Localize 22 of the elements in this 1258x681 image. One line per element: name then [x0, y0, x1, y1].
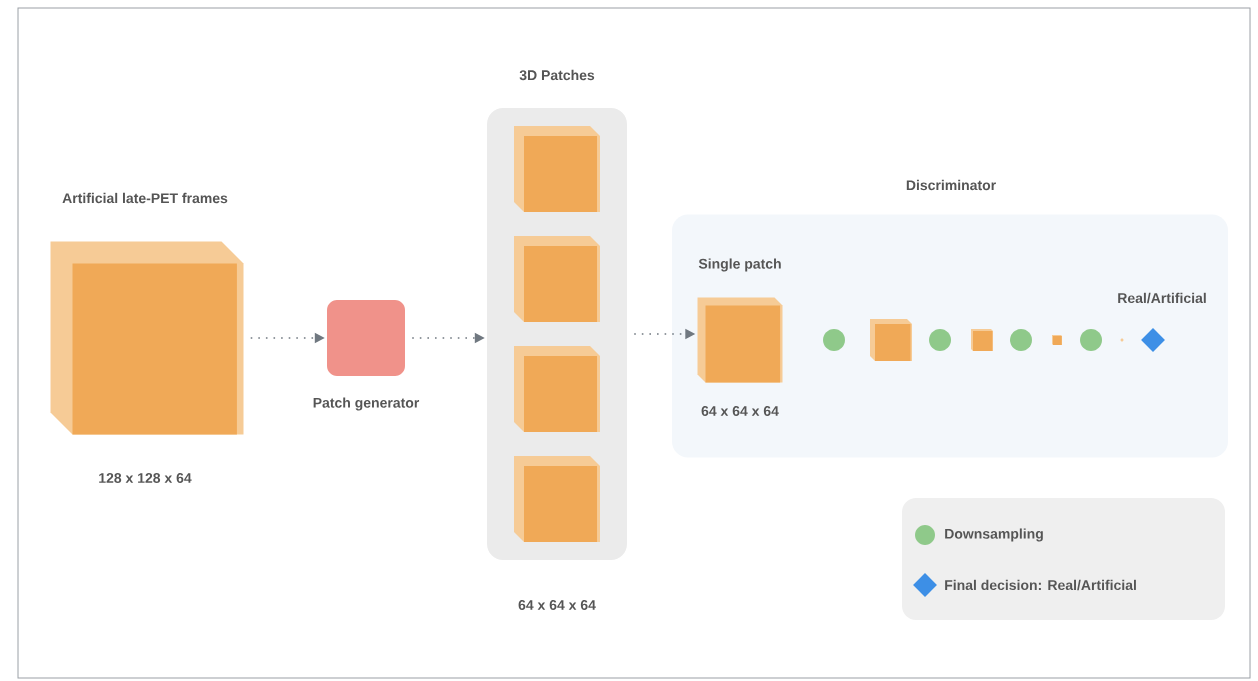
circle	[823, 329, 845, 351]
circle	[1080, 329, 1102, 351]
size-label: 64 x 64 x 64	[518, 600, 596, 610]
heading: 3D Patches	[519, 69, 595, 81]
heading: Artificial late-PET frames	[62, 192, 228, 204]
size-label: 128 x 128 x 64	[99, 473, 192, 483]
size-label: 64 x 64 x 64	[701, 406, 779, 416]
cube-drawing	[514, 346, 600, 432]
cube-drawing	[514, 236, 600, 322]
legend-label: Final decision: Real/Artificial	[945, 579, 1136, 591]
heading: Real/Artificial	[1118, 292, 1206, 304]
cube-drawing	[870, 319, 912, 361]
circle	[1010, 329, 1032, 351]
heading: Discriminator	[906, 179, 996, 191]
circle	[929, 329, 951, 351]
heading: Single patch	[698, 258, 781, 272]
heading: Patch generator	[313, 397, 420, 411]
cube-drawing	[1052, 335, 1062, 345]
cube-drawing	[514, 126, 600, 212]
cube-drawing	[514, 456, 600, 542]
cube-drawing	[971, 329, 993, 351]
legend-label: Downsampling	[945, 528, 1043, 542]
